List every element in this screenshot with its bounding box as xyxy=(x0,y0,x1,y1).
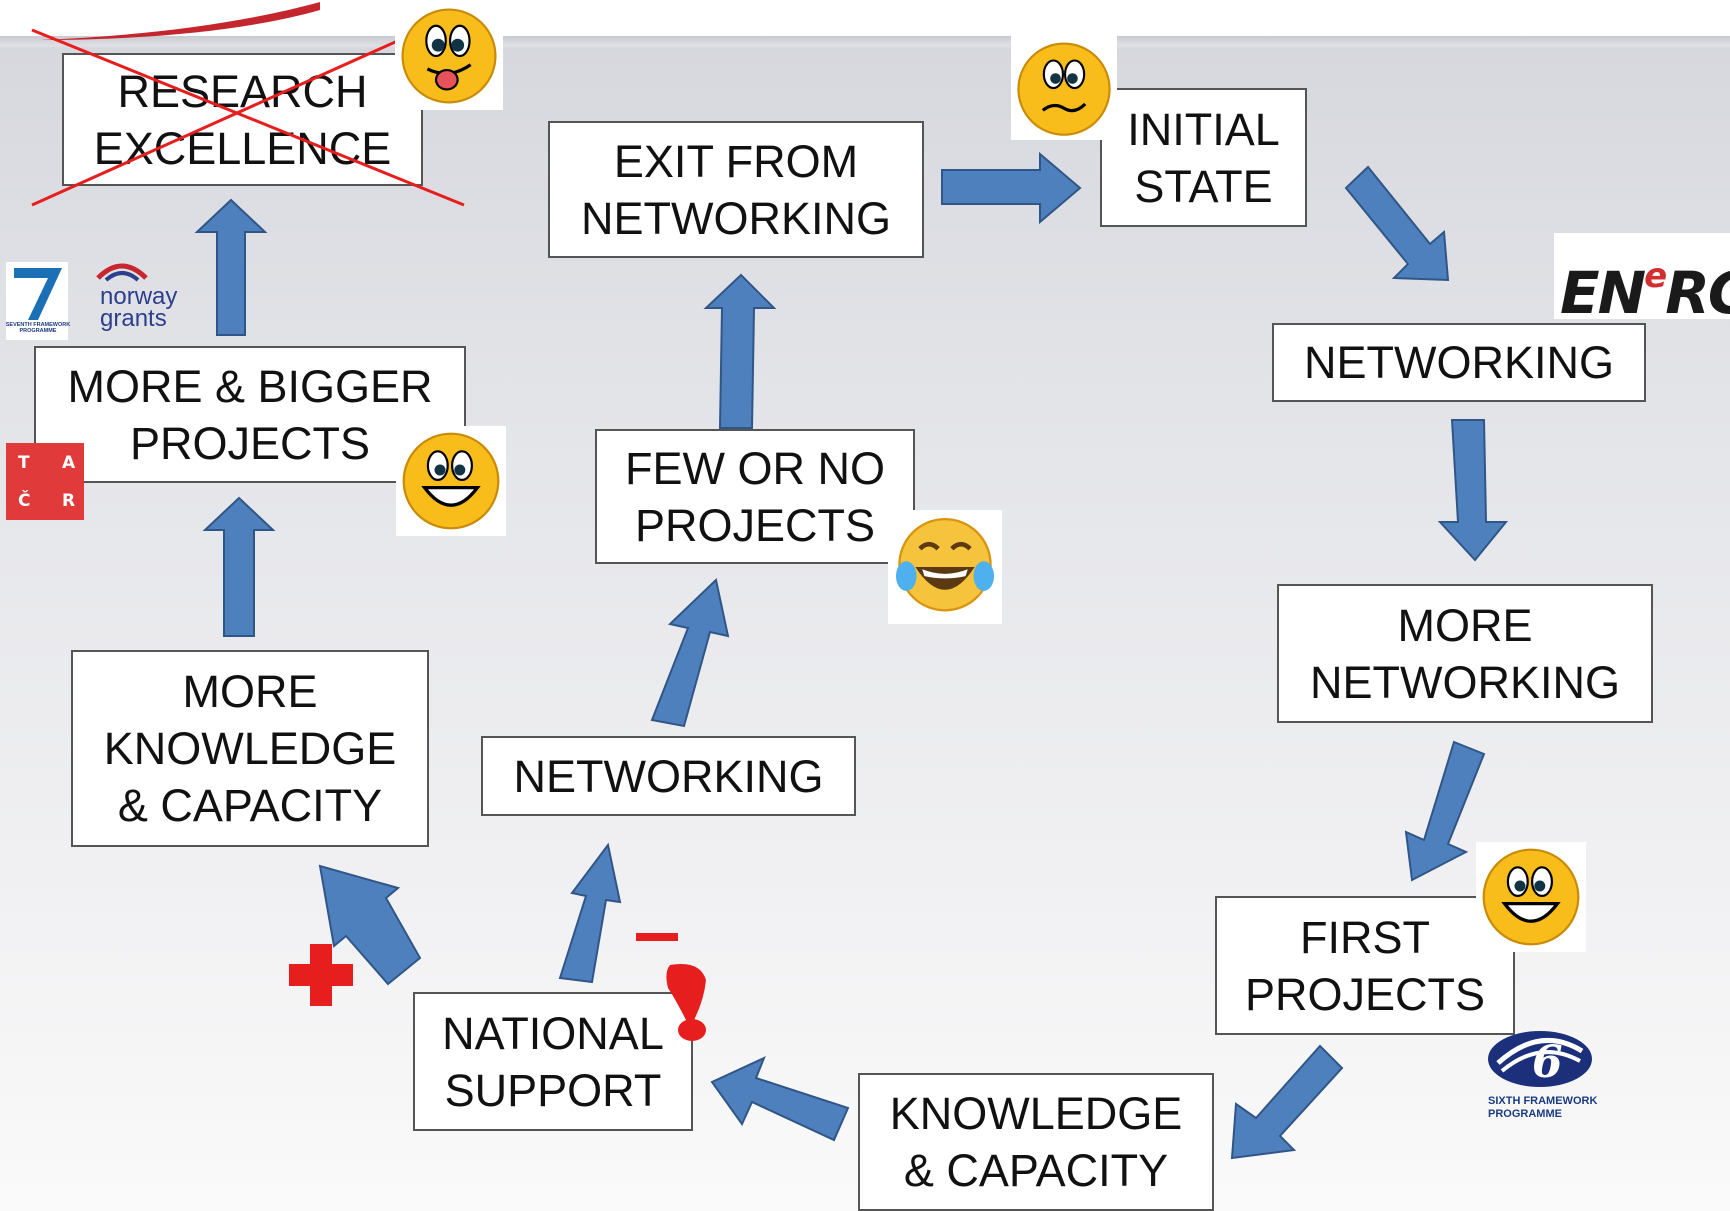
node-more-networking: MORE NETWORKING xyxy=(1277,584,1653,723)
arrow-to-knowledge-capacity xyxy=(1230,1044,1344,1160)
laughing-tears-emoji-icon xyxy=(888,510,1002,624)
tongue-emoji-icon xyxy=(395,2,503,110)
sixth-framework-emblem-icon: 6 xyxy=(1488,1031,1592,1088)
arrow-to-national-support xyxy=(710,1056,850,1142)
brand-swoosh xyxy=(40,2,320,40)
node-more-knowledge-capacity: MORE KNOWLEDGE & CAPACITY xyxy=(71,650,429,847)
worried-emoji-icon xyxy=(1011,34,1117,140)
node-first-projects: FIRST PROJECTS xyxy=(1215,896,1515,1035)
norway-grants-logo: norway grants xyxy=(92,258,202,331)
arrow-to-networking-left xyxy=(558,842,622,984)
tacr-logo: T A Č R xyxy=(6,443,84,520)
happy-emoji-icon xyxy=(1476,842,1586,952)
arrow-to-few-or-no-projects xyxy=(650,578,730,728)
node-more-bigger-projects: MORE & BIGGER PROJECTS xyxy=(34,346,466,483)
node-knowledge-capacity: KNOWLEDGE & CAPACITY xyxy=(858,1073,1214,1211)
arrow-to-networking-right xyxy=(1344,165,1450,282)
svg-text:6: 6 xyxy=(1532,1037,1563,1088)
energ-logo: ENeRG xyxy=(1554,233,1730,319)
arrow-to-research-excellence xyxy=(194,198,268,336)
node-few-or-no-projects: FEW OR NO PROJECTS xyxy=(595,429,915,564)
node-national-support: NATIONAL SUPPORT xyxy=(413,992,693,1131)
minus-sign-icon xyxy=(636,933,678,941)
arrow-to-more-knowledge xyxy=(318,864,422,986)
seventh-framework-logo: SEVENTH FRAMEWORK PROGRAMME xyxy=(6,262,70,340)
happy-emoji-icon xyxy=(396,426,506,536)
norway-wave-icon xyxy=(96,263,148,282)
arrow-to-initial-state xyxy=(941,151,1082,225)
arrow-to-first-projects xyxy=(1404,740,1486,882)
arrow-to-more-bigger-projects xyxy=(202,496,276,637)
node-networking-right: NETWORKING xyxy=(1272,323,1646,402)
node-initial-state: INITIAL STATE xyxy=(1100,88,1307,227)
arrow-to-more-networking xyxy=(1437,419,1509,562)
node-networking-left: NETWORKING xyxy=(481,736,856,816)
arrow-to-exit-from-networking xyxy=(703,273,777,429)
node-exit-from-networking: EXIT FROM NETWORKING xyxy=(548,121,924,258)
exclamation-icon xyxy=(666,964,706,1024)
header-divider xyxy=(0,36,1730,46)
sixth-framework-logo: 6 SIXTH FRAMEWORK PROGRAMME xyxy=(1480,1025,1610,1125)
